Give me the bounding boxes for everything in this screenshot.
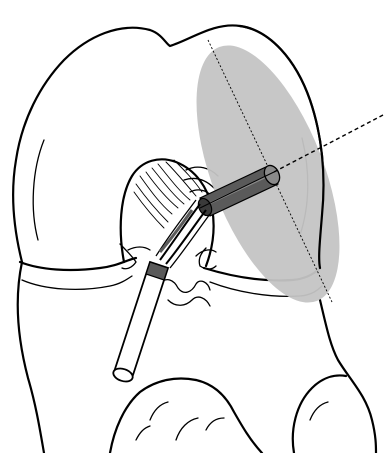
lower-tissue-detail-3 — [206, 418, 224, 430]
lower-tissue-detail-4 — [136, 426, 150, 440]
lower-tissue-detail-2 — [176, 418, 198, 440]
lower-tissue-detail-1 — [150, 402, 168, 420]
fibula-detail — [310, 402, 328, 420]
tibial-eminence — [160, 280, 210, 293]
medial-condyle-line — [33, 140, 44, 240]
tibia-outline — [18, 262, 44, 453]
tibial-plateau-line-lower — [22, 276, 132, 289]
tibial-plateau-line — [20, 258, 136, 270]
tibial-tunnel-tube — [112, 262, 168, 384]
plateau-ridge-left — [128, 247, 150, 250]
plateau-ridge-right — [196, 250, 216, 256]
tibial-eminence-lower — [168, 297, 210, 306]
fibula-outline — [293, 376, 346, 453]
lower-tissue-right — [196, 380, 262, 453]
lower-tissue-left — [110, 379, 196, 453]
